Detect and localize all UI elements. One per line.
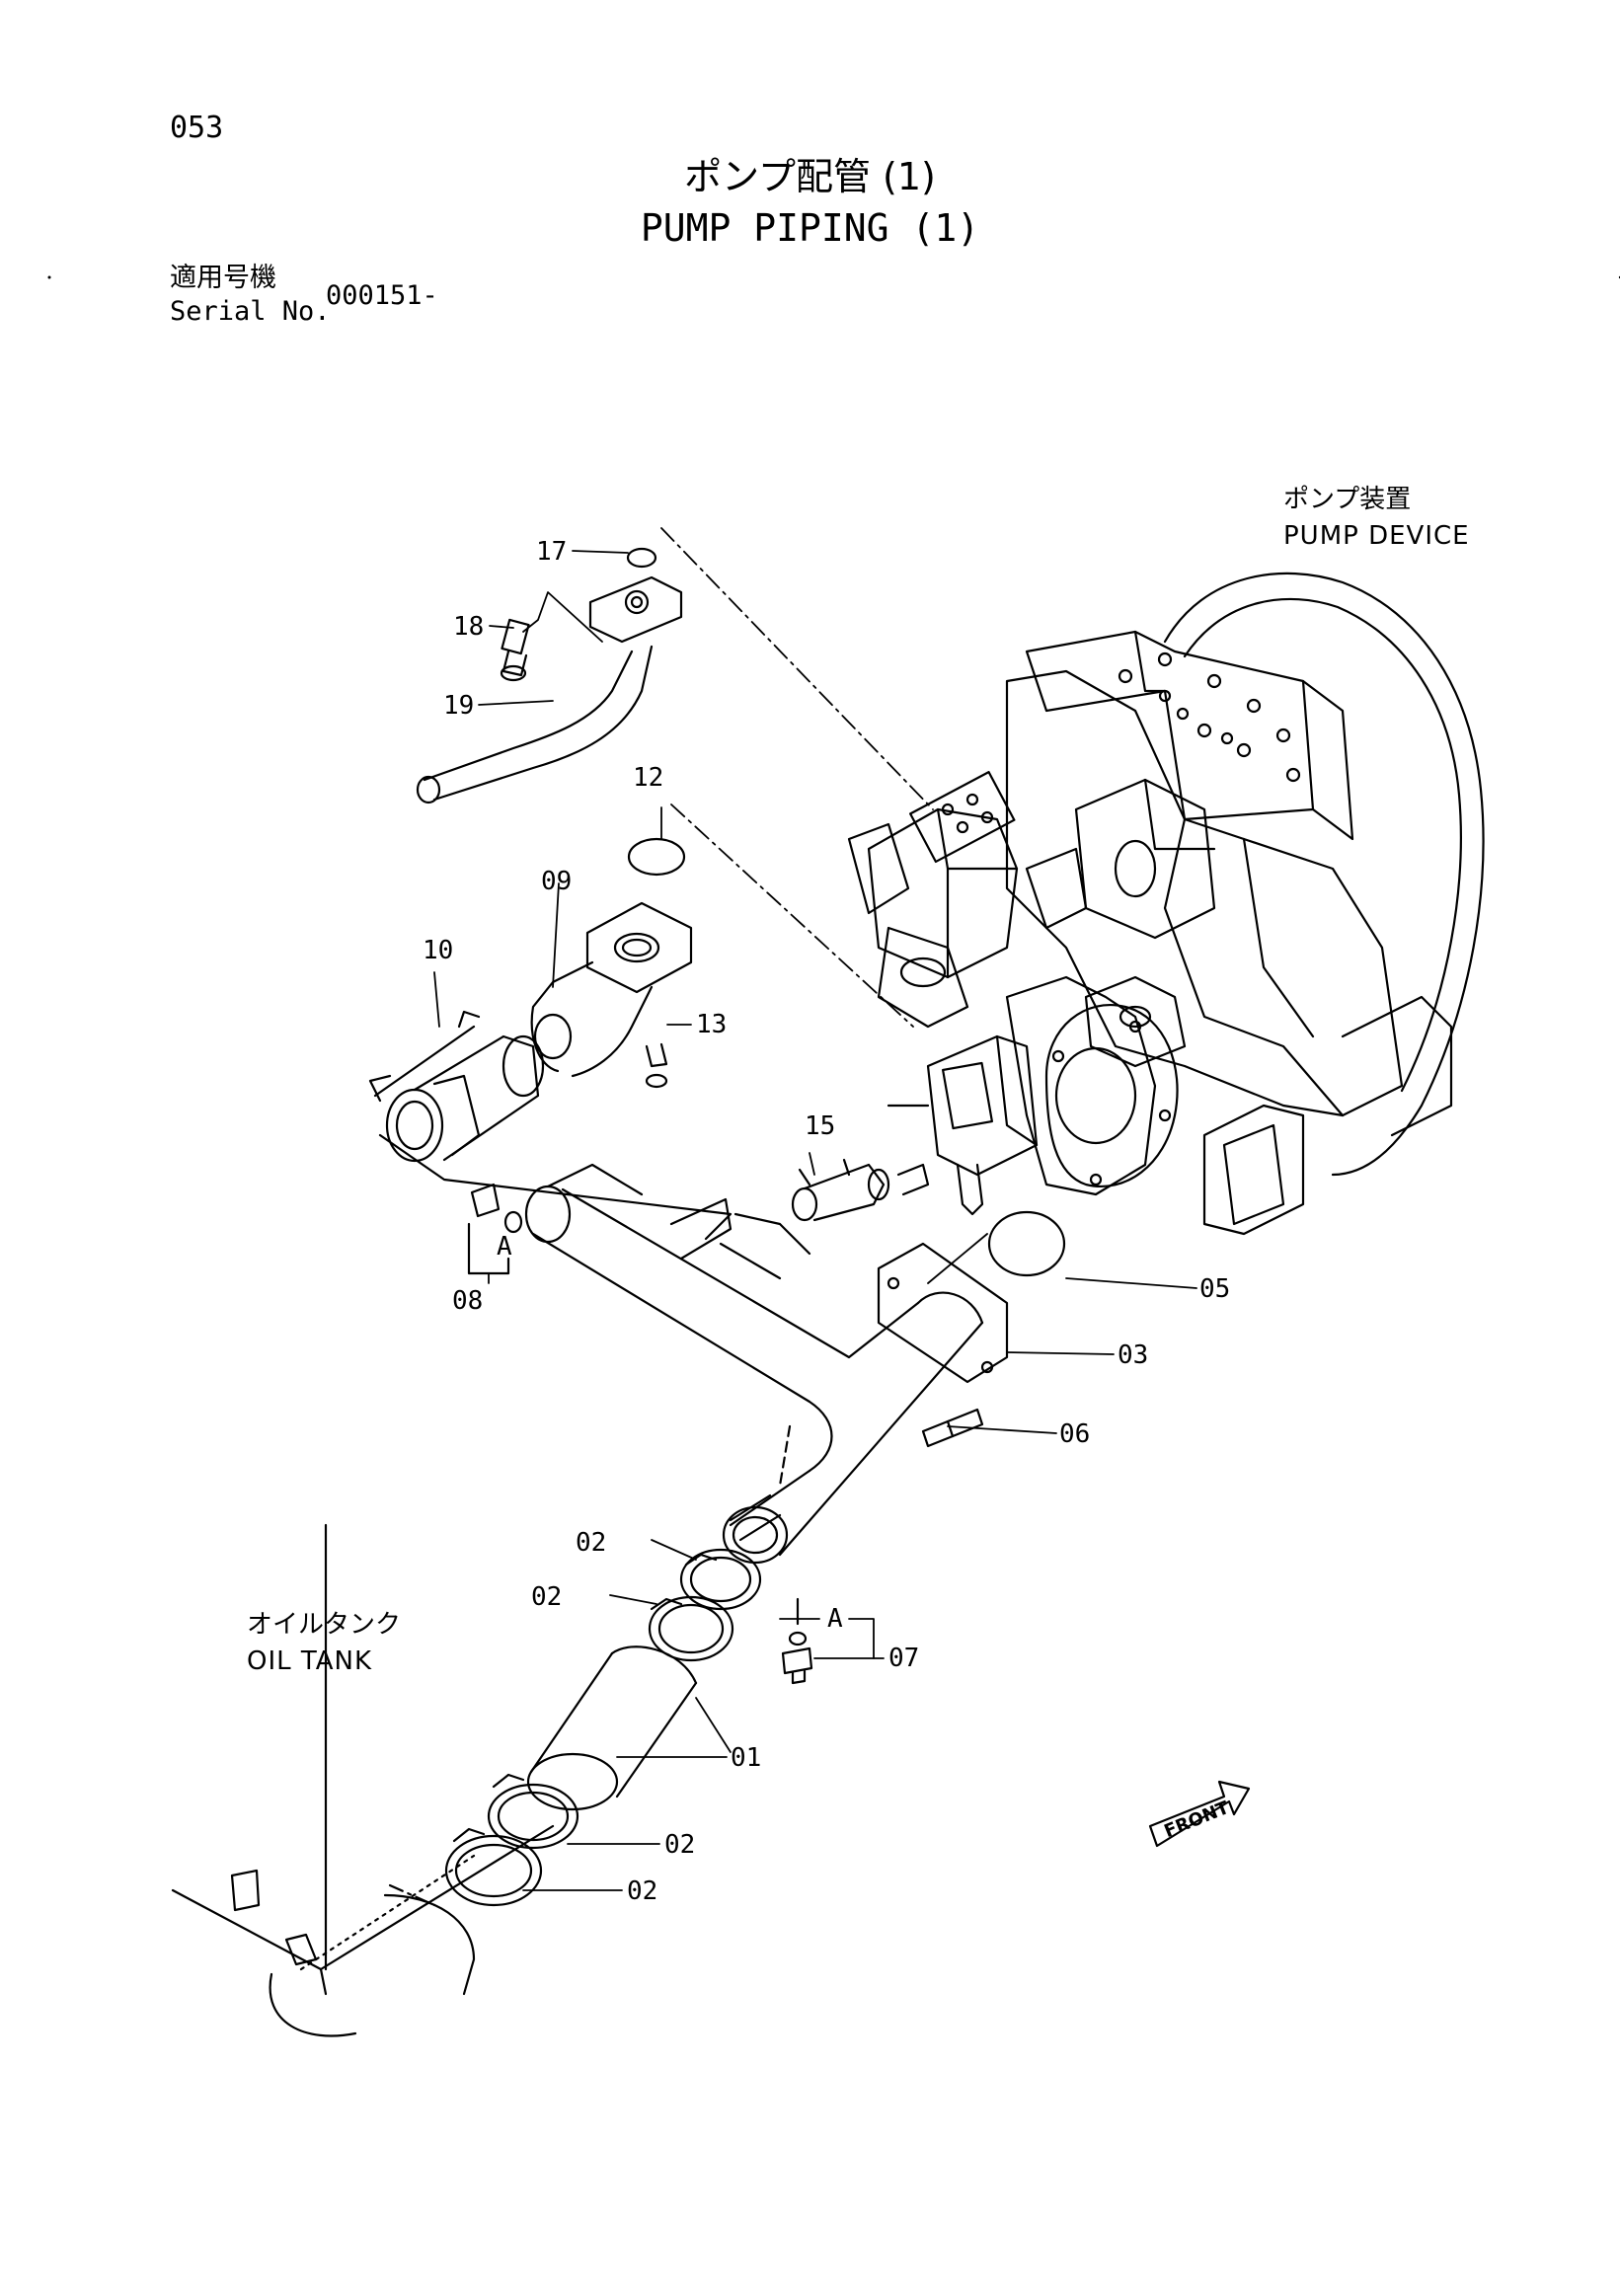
page-title-jp: ポンプ配管 (1)	[684, 155, 936, 198]
serial-label-en: Serial No.	[170, 296, 331, 327]
callout-19: 19	[443, 691, 475, 721]
oil-tank-outline	[171, 1523, 555, 2037]
callout-02-a: 02	[576, 1528, 607, 1558]
pump-device-drawing	[847, 572, 1485, 1236]
callout-15: 15	[805, 1111, 836, 1141]
label-detail-a-upper: A	[497, 1232, 512, 1262]
callout-07: 07	[888, 1644, 920, 1673]
callout-17: 17	[536, 537, 568, 567]
leader-lines	[433, 527, 1197, 1891]
label-detail-a-lower: A	[827, 1604, 843, 1634]
callout-13: 13	[696, 1010, 728, 1039]
label-pump-device-jp: ポンプ装置	[1283, 485, 1412, 514]
serial-value: 000151-	[326, 280, 438, 311]
o-ring-05	[987, 1210, 1066, 1277]
clamps-upper	[648, 1548, 762, 1662]
callout-18: 18	[453, 612, 485, 642]
page-number: 053	[170, 111, 224, 145]
callout-01: 01	[731, 1743, 762, 1773]
hose-10	[368, 1010, 733, 1241]
suction-pipe-03	[524, 1163, 1009, 1565]
label-pump-device-en: PUMP DEVICE	[1283, 521, 1470, 551]
callout-06: 06	[1059, 1419, 1091, 1449]
label-oil-tank-jp: オイルタンク	[247, 1610, 402, 1640]
callout-08: 08	[452, 1286, 484, 1316]
callout-12: 12	[633, 763, 664, 793]
hose-01	[526, 1645, 698, 1811]
callout-05: 05	[1199, 1274, 1231, 1304]
page-title-en: PUMP PIPING (1)	[640, 206, 980, 250]
coupling-15	[791, 1158, 930, 1222]
pipe-19-assembly	[416, 547, 683, 804]
callout-02-c: 02	[664, 1830, 696, 1860]
o-ring-12	[627, 837, 686, 877]
elbow-09	[530, 901, 693, 1089]
callout-10: 10	[423, 936, 454, 965]
callout-02-b: 02	[531, 1582, 563, 1612]
front-arrow	[1148, 1780, 1251, 1848]
callout-03: 03	[1118, 1340, 1149, 1370]
label-oil-tank-en: OIL TANK	[247, 1646, 373, 1676]
callout-09: 09	[541, 867, 573, 896]
serial-label-jp: 適用号機	[170, 263, 276, 293]
clamps-lower	[444, 1773, 579, 1907]
callout-02-d: 02	[627, 1876, 658, 1906]
